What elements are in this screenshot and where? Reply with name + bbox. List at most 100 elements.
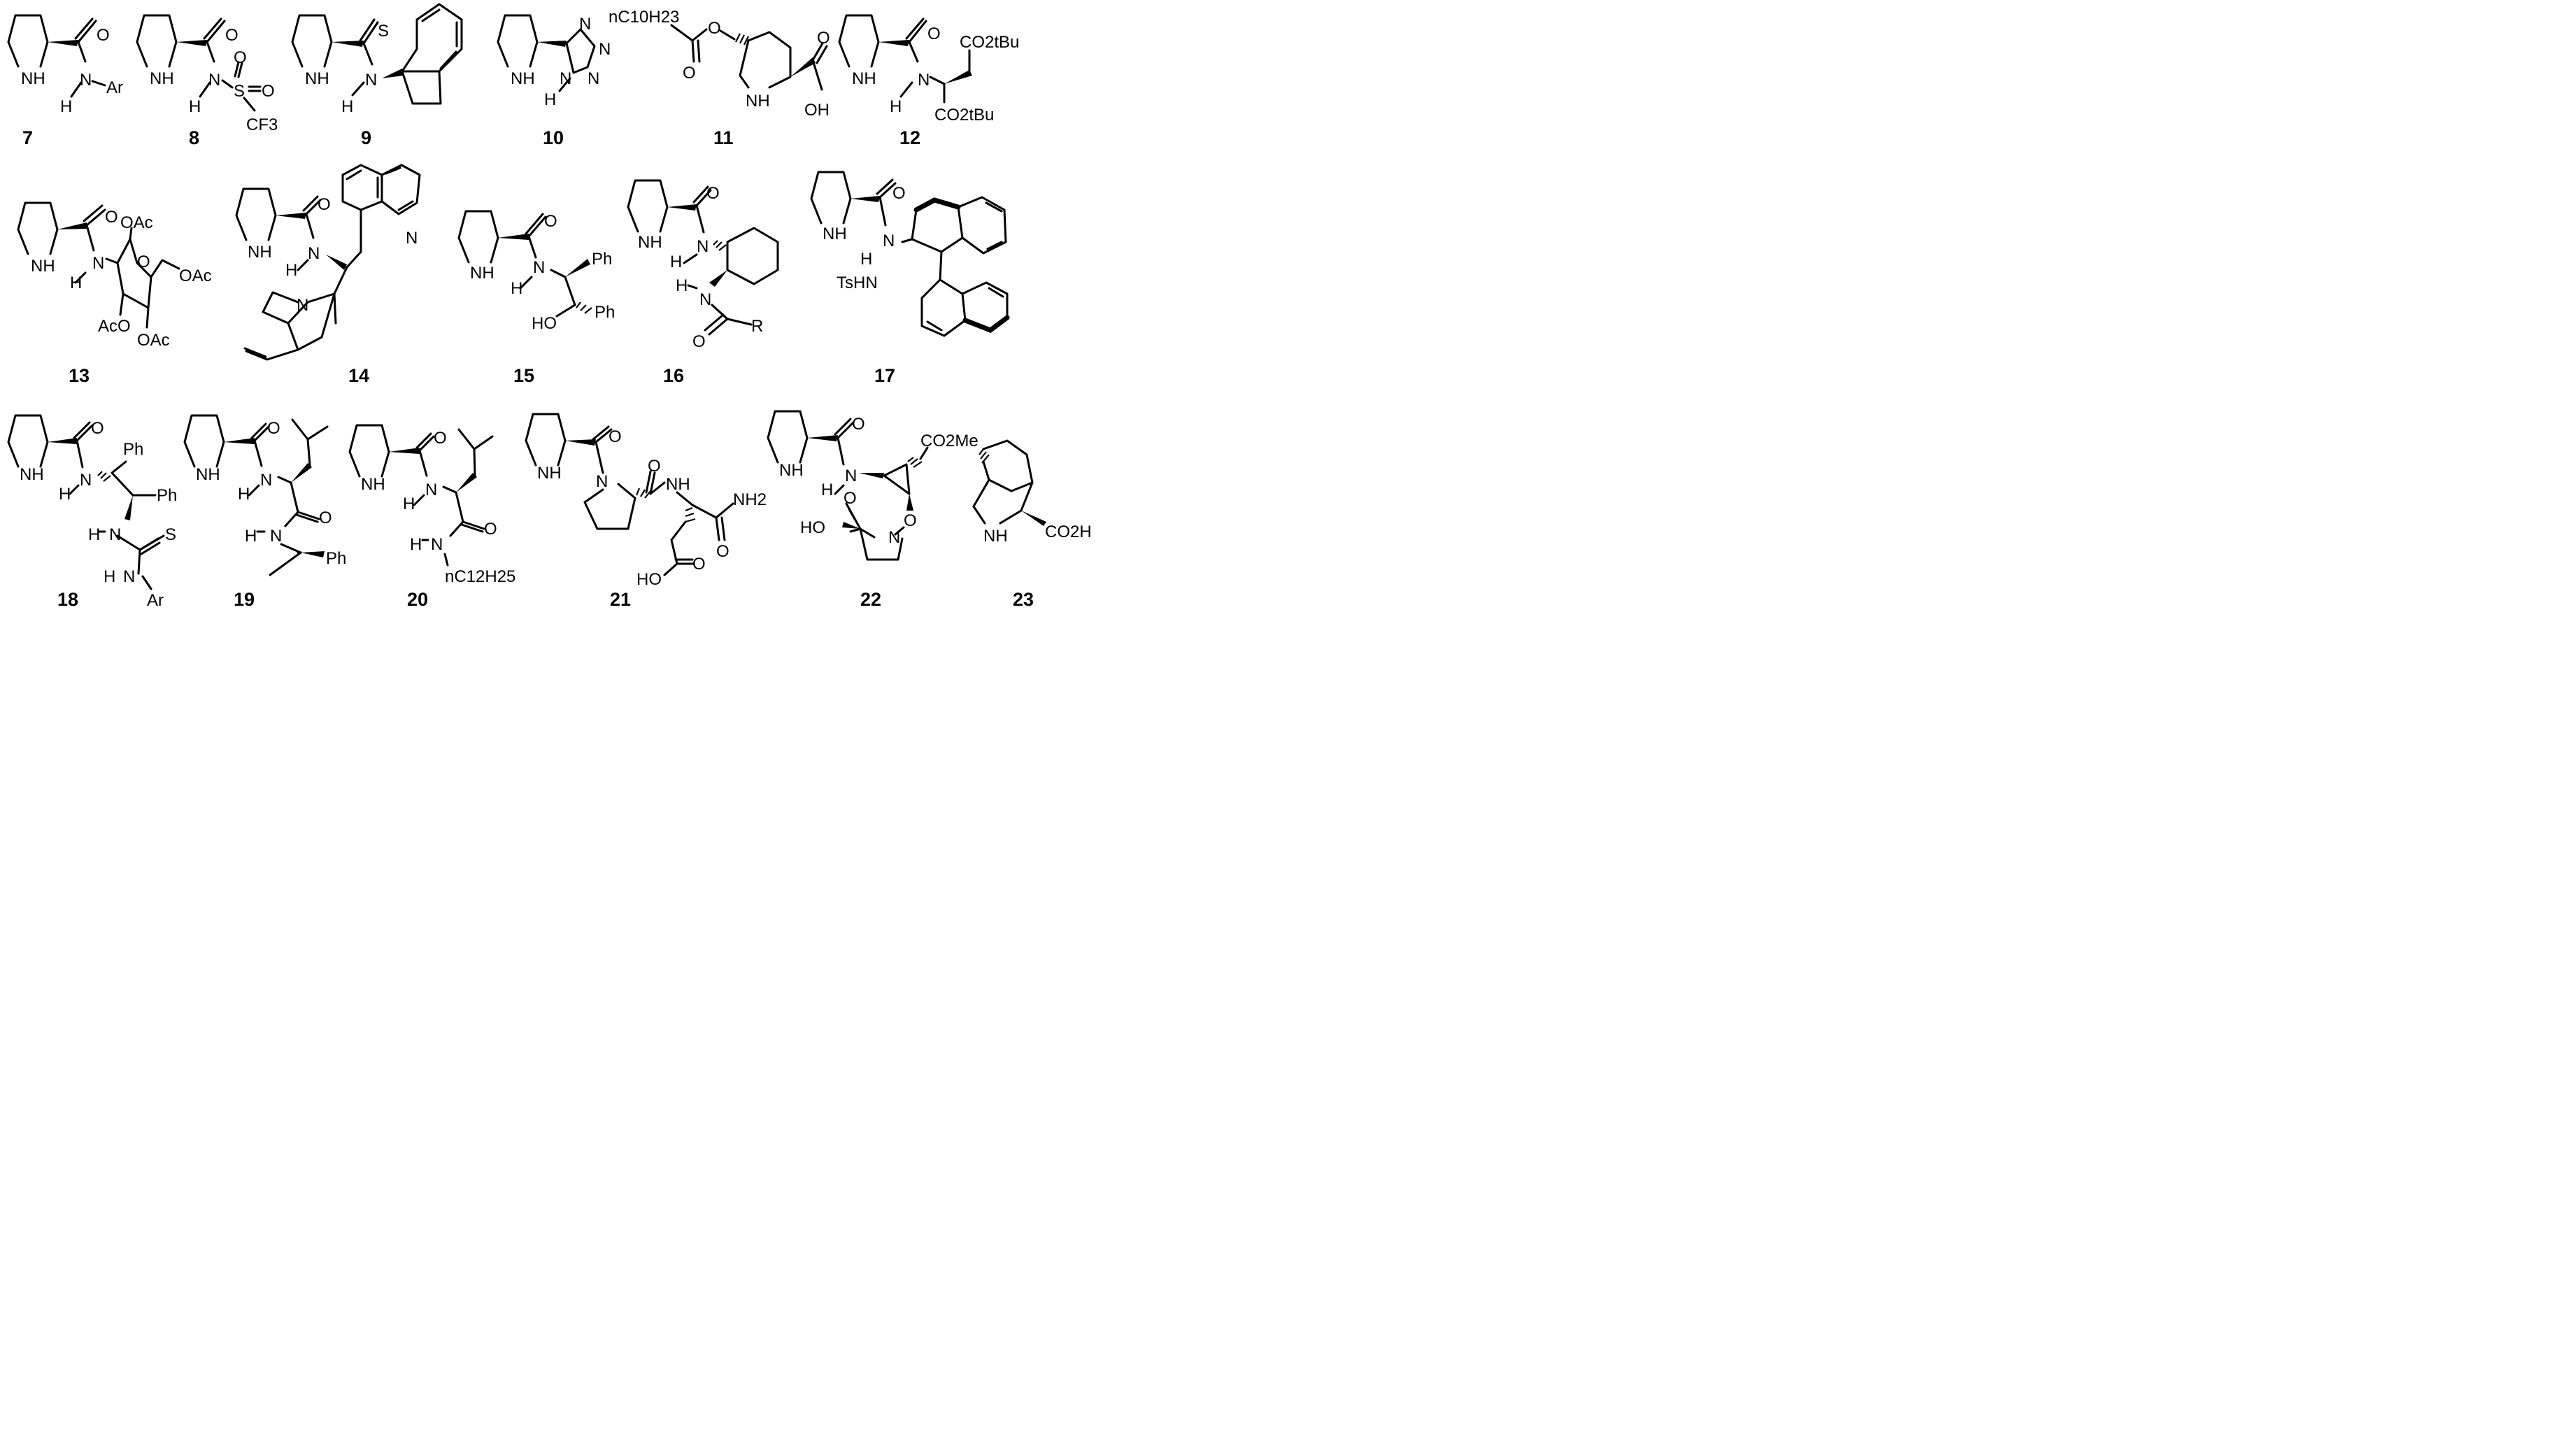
atom-label: NH [666, 475, 690, 494]
atom-label: Ph [123, 440, 143, 459]
atom-label: H [285, 261, 297, 280]
atom-label: O [904, 511, 917, 530]
compound-22: NH H N O CO2Me HO O N O 22 [767, 410, 979, 610]
atom-label: NH [196, 465, 220, 484]
atom-label: N [697, 237, 709, 256]
atom-label: O [683, 64, 696, 83]
atom-label: Ph [326, 549, 346, 568]
compound-number: 8 [189, 127, 199, 148]
atom-label: S [378, 22, 389, 41]
compound-number: 11 [713, 127, 734, 148]
atom-label: NH [31, 257, 55, 276]
atom-label: HO [636, 570, 662, 589]
atom-label: H [511, 279, 522, 298]
atom-label: N [260, 471, 272, 490]
atom-label: H [410, 535, 422, 554]
atom-label: H [544, 90, 556, 109]
compound-number: 13 [69, 365, 90, 386]
atom-label: N [599, 40, 611, 59]
atom-label: H [341, 97, 353, 116]
atom-label: N [918, 71, 930, 90]
atom-label: S [234, 82, 245, 101]
atom-label: NH [511, 69, 535, 88]
atom-label: N [560, 69, 571, 88]
atom-label: NH [638, 233, 662, 252]
atom-label: NH [305, 69, 329, 88]
atom-label: O [852, 415, 865, 434]
atom-label: NH2 [733, 490, 767, 509]
atom-label: AcO [98, 317, 131, 336]
atom-label: N [308, 244, 320, 263]
compound-21: NH N O O NH NH2 O HO O 21 [525, 413, 767, 610]
atom-label: O [484, 520, 497, 539]
atom-label: N [80, 471, 92, 490]
atom-label: N [579, 15, 591, 34]
atom-label: Ph [595, 303, 615, 322]
atom-label: HO [800, 518, 825, 537]
atom-label: OAc [179, 266, 212, 285]
atom-label: O [844, 489, 857, 508]
atom-label: O [817, 29, 830, 48]
compound-11: nC10H23 O O NH O OH 11 [609, 8, 830, 148]
atom-label: nC10H23 [609, 8, 679, 27]
atom-label: O [225, 26, 239, 45]
atom-label: NH [20, 465, 44, 484]
atom-label: N [699, 290, 711, 309]
atom-label: TsHN [837, 273, 878, 292]
atom-label: O [609, 427, 622, 446]
atom-label: N [888, 528, 900, 547]
atom-label: N [80, 71, 92, 90]
atom-label: H [60, 97, 72, 116]
compound-number: 16 [663, 365, 684, 386]
atom-label: R [751, 317, 763, 336]
atom-label: N [208, 71, 220, 90]
atom-label: HO [532, 314, 557, 333]
atom-label: N [431, 535, 443, 554]
compound-12: NH H N O CO2tBu CO2tBu 12 [838, 14, 1019, 148]
atom-label: H [238, 485, 250, 504]
atom-label: O [434, 429, 447, 448]
atom-label: O [262, 82, 275, 101]
compound-number: 10 [543, 127, 564, 148]
compound-number: 19 [234, 589, 255, 610]
atom-label: O [319, 509, 332, 527]
atom-label: O [692, 555, 706, 574]
compound-17: NH H N O TsHN 17 [810, 171, 1010, 386]
atom-label: H [245, 527, 257, 546]
atom-label: O [544, 212, 557, 231]
atom-label: CO2tBu [934, 106, 994, 125]
atom-label: O [318, 195, 331, 214]
atom-label: N [883, 232, 895, 250]
atom-label: CF3 [246, 115, 278, 134]
chemical-structures-figure: NH H N O Ar 7 NH H N O S O O CF3 8 [7, 3, 1092, 610]
atom-label: NH [983, 527, 1008, 546]
compound-15: NH H N O Ph HO Ph 15 [457, 210, 615, 386]
compound-number: 15 [513, 365, 534, 386]
compound-10: NH H N N N N 10 [497, 14, 611, 148]
atom-label: OAc [137, 331, 170, 350]
atom-label: N [109, 525, 121, 544]
atom-label: H [821, 481, 833, 499]
compound-number: 22 [860, 589, 881, 610]
compound-number: 18 [57, 589, 78, 610]
atom-label: N [406, 229, 418, 248]
atom-label: N [365, 71, 377, 90]
atom-label: N [425, 481, 437, 499]
atom-label: N [596, 472, 608, 491]
atom-label: NH [852, 69, 876, 88]
atom-label: H [104, 567, 115, 586]
atom-label: H [860, 250, 872, 269]
atom-label: H [189, 97, 201, 116]
atom-label: N [270, 527, 282, 546]
atom-label: O [137, 253, 150, 271]
atom-label: H [890, 97, 902, 116]
atom-label: Ar [147, 591, 164, 610]
atom-label: O [708, 19, 721, 38]
compound-number: 12 [899, 127, 920, 148]
compound-number: 7 [22, 127, 33, 148]
atom-label: CO2H [1045, 523, 1092, 541]
atom-label: H [403, 495, 415, 513]
compound-16: NH H N O H N O R 16 [627, 179, 779, 386]
atom-label: O [692, 332, 706, 351]
atom-label: Ph [157, 486, 177, 505]
